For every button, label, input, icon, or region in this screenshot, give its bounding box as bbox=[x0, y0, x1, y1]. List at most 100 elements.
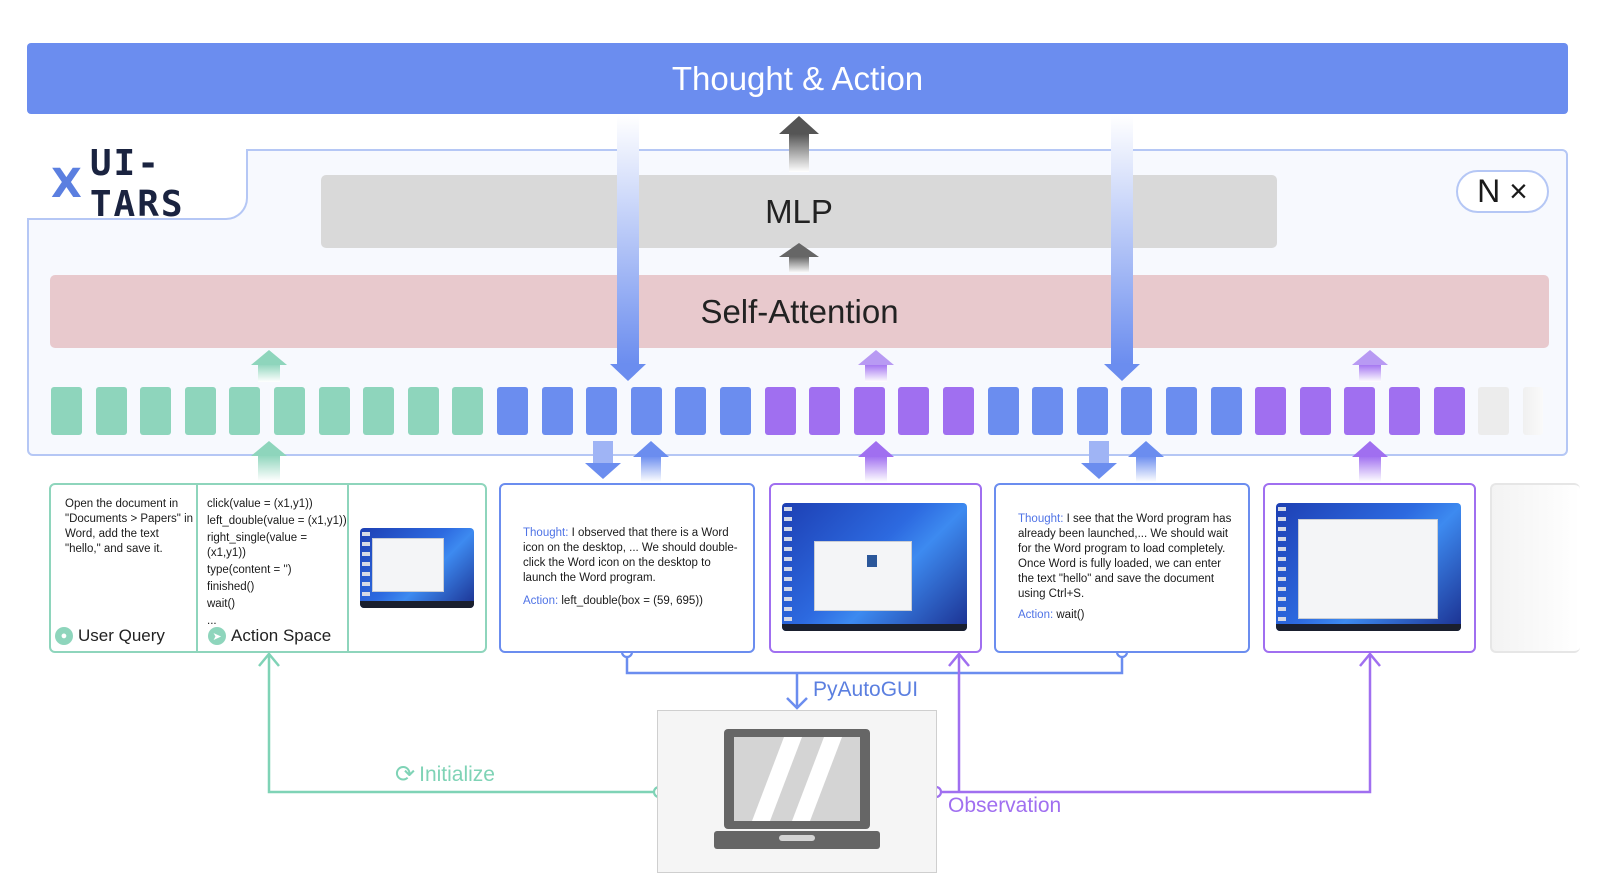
step2-action: Action: wait() bbox=[1018, 608, 1238, 623]
observation-label: Observation bbox=[948, 794, 1062, 817]
action-space-item: type(content = '') bbox=[207, 564, 292, 576]
action-text: left_double(box = (59, 695)) bbox=[561, 595, 703, 607]
token bbox=[1389, 387, 1420, 435]
token bbox=[229, 387, 261, 435]
blue-up-arrow-step1 bbox=[633, 441, 669, 482]
thought-text: I see that the Word program has already … bbox=[1018, 513, 1232, 600]
action-space-item: ... bbox=[207, 615, 217, 627]
initial-context-card bbox=[49, 483, 487, 653]
token bbox=[1210, 387, 1242, 435]
observation1-screenshot bbox=[782, 503, 967, 631]
action-space-item: wait() bbox=[207, 598, 236, 610]
token bbox=[809, 387, 841, 435]
action-space-list: click(value = (x1,y1)) left_double(value… bbox=[207, 497, 347, 629]
action-space-item: left_double(value = (x1,y1)) bbox=[207, 515, 347, 527]
continuation-card bbox=[1490, 483, 1580, 653]
card-divider bbox=[347, 484, 349, 652]
blue-down-arrow-step2 bbox=[1081, 441, 1117, 479]
mlp-to-output-arrow bbox=[779, 116, 819, 172]
token-faded bbox=[1478, 387, 1510, 435]
output-feedback-arrow-1 bbox=[610, 116, 646, 381]
action-space-item: click(value = (x1,y1)) bbox=[207, 498, 313, 510]
blue-up-arrow-step2 bbox=[1128, 441, 1164, 482]
thought-text: I observed that there is a Word icon on … bbox=[523, 527, 738, 584]
word-icon bbox=[867, 555, 877, 567]
token bbox=[1032, 387, 1064, 435]
initialize-label: ⟳ Initialize bbox=[395, 760, 495, 789]
user-query-caption: User Query bbox=[78, 626, 165, 645]
step1-action: Action: left_double(box = (59, 695)) bbox=[523, 594, 743, 609]
token bbox=[1433, 387, 1465, 435]
pyautogui-label: PyAutoGUI bbox=[813, 678, 919, 701]
thought-action-bar: Thought & Action bbox=[27, 43, 1568, 114]
initialize-text: Initialize bbox=[419, 762, 495, 786]
token bbox=[318, 387, 350, 435]
action-space-item: right_single(value = (x1,y1)) bbox=[207, 532, 308, 559]
step1-thought-card bbox=[499, 483, 755, 653]
token bbox=[898, 387, 930, 435]
green-up-arrow-bottom bbox=[251, 441, 287, 481]
token bbox=[1076, 387, 1108, 435]
token bbox=[363, 387, 395, 435]
purple-up-arrow-top-2 bbox=[1352, 350, 1388, 382]
token bbox=[675, 387, 707, 435]
output-feedback-arrow-2 bbox=[1104, 116, 1140, 381]
token bbox=[720, 387, 751, 435]
token bbox=[541, 387, 573, 435]
token bbox=[586, 387, 618, 435]
token bbox=[1299, 387, 1331, 435]
token bbox=[140, 387, 172, 435]
self-attention-layer: Self-Attention bbox=[50, 275, 1549, 348]
token bbox=[1121, 387, 1153, 435]
token bbox=[1344, 387, 1376, 435]
purple-up-arrow-bottom-2 bbox=[1352, 441, 1388, 482]
action-space-item: finished() bbox=[207, 581, 255, 593]
logo-text: UI-TARS bbox=[89, 142, 185, 225]
token bbox=[497, 387, 528, 435]
card-divider bbox=[196, 484, 198, 652]
token bbox=[764, 387, 796, 435]
token bbox=[1166, 387, 1197, 435]
send-icon: ➤ bbox=[208, 627, 226, 645]
step1-thought: Thought: I observed that there is a Word… bbox=[523, 526, 743, 586]
token bbox=[943, 387, 974, 435]
token-faded bbox=[1522, 387, 1543, 435]
user-query-text: Open the document in "Documents > Papers… bbox=[65, 498, 194, 555]
laptop-icon bbox=[714, 729, 880, 849]
token bbox=[853, 387, 885, 435]
purple-up-arrow-top-1 bbox=[858, 350, 894, 382]
purple-up-arrow-bottom-1 bbox=[858, 441, 894, 482]
thought-label: Thought: bbox=[523, 527, 569, 539]
token bbox=[184, 387, 216, 435]
user-query-label: ● User Query bbox=[55, 626, 165, 646]
mlp-label: MLP bbox=[765, 192, 833, 230]
green-up-arrow-top bbox=[251, 350, 287, 382]
token bbox=[630, 387, 662, 435]
action-space-label: ➤ Action Space bbox=[208, 626, 331, 646]
repeat-n-label: N × bbox=[1477, 173, 1528, 209]
token bbox=[274, 387, 305, 435]
token bbox=[1255, 387, 1287, 435]
attention-to-mlp-arrow bbox=[779, 243, 819, 273]
user-icon: ● bbox=[55, 627, 73, 645]
action-label: Action: bbox=[523, 595, 559, 607]
observation-connector bbox=[936, 652, 1381, 794]
token bbox=[51, 387, 82, 435]
token bbox=[407, 387, 439, 435]
token bbox=[987, 387, 1019, 435]
repeat-n-badge: N × bbox=[1456, 170, 1549, 213]
initialize-connector bbox=[258, 652, 657, 794]
blue-down-arrow-step1 bbox=[585, 441, 621, 479]
token bbox=[95, 387, 127, 435]
observation2-screenshot bbox=[1276, 503, 1461, 631]
action-text: wait() bbox=[1056, 609, 1085, 621]
thought-action-title: Thought & Action bbox=[671, 59, 924, 97]
pyautogui-connector bbox=[625, 654, 1124, 710]
initial-screenshot bbox=[360, 528, 474, 608]
action-space-caption: Action Space bbox=[231, 626, 332, 645]
step2-thought-card bbox=[994, 483, 1250, 653]
ui-tars-logo: X UI-TARS bbox=[27, 143, 248, 225]
action-label: Action: bbox=[1018, 609, 1054, 621]
logo-x-icon: X bbox=[51, 160, 82, 207]
